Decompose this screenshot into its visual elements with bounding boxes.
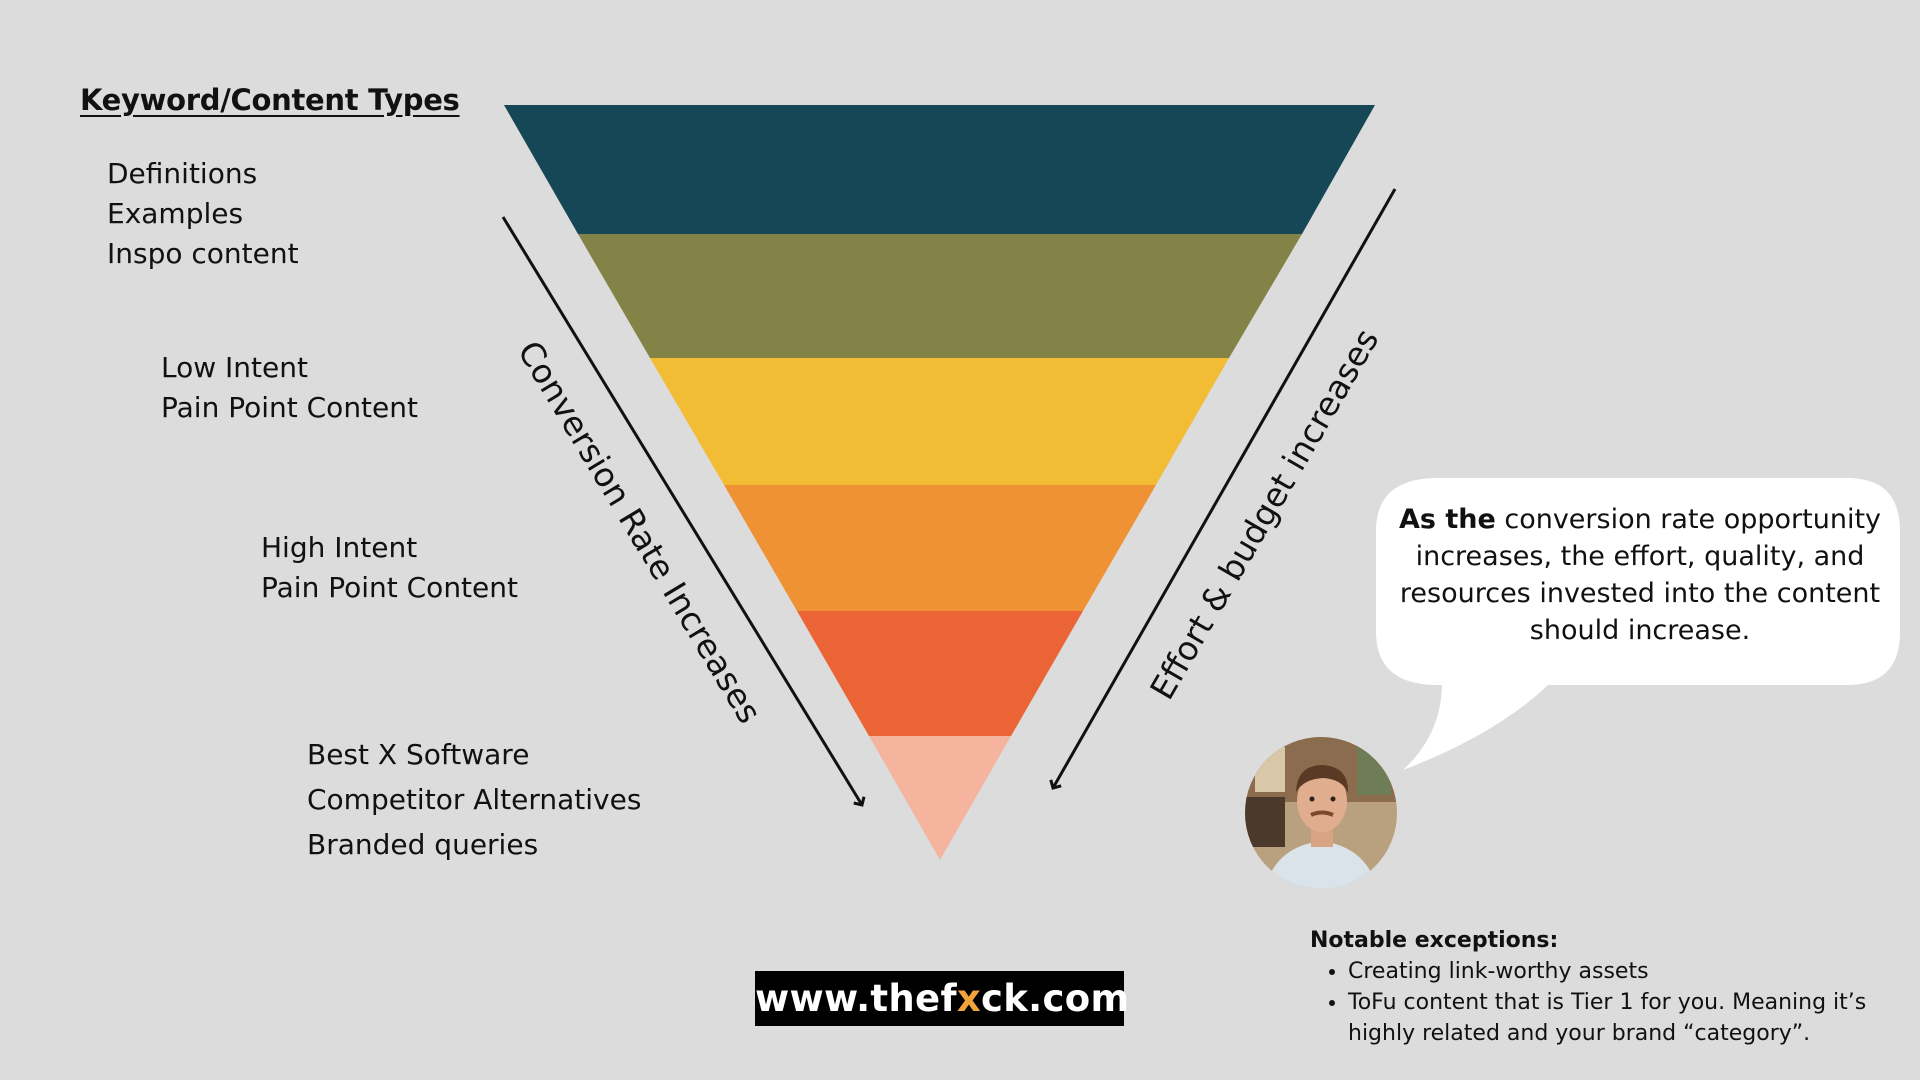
funnel-tier-3 xyxy=(650,358,1229,485)
speech-bubble-body: conversion rate opportunity increases, t… xyxy=(1399,504,1882,646)
content-type-label: Inspo content xyxy=(107,237,299,270)
speech-bubble-text: As the conversion rate opportunity incre… xyxy=(1385,501,1895,649)
content-type-label: Pain Point Content xyxy=(261,571,518,604)
effort-arrow xyxy=(1053,188,1397,788)
content-type-label: Best X Software xyxy=(307,738,530,771)
content-type-label: Definitions xyxy=(107,157,258,190)
url-prefix: www.thef xyxy=(755,977,957,1020)
funnel-tier-5 xyxy=(797,611,1083,736)
exceptions-list: Creating link-worthy assets ToFu content… xyxy=(1310,956,1870,1049)
conversion-arrow xyxy=(501,216,862,805)
funnel-tier-1 xyxy=(504,105,1375,234)
content-group-bofu: Best X Software Competitor Alternatives … xyxy=(307,732,641,867)
content-group-high-intent: High Intent Pain Point Content xyxy=(261,528,518,608)
speech-bubble xyxy=(1376,478,1900,770)
content-type-label: High Intent xyxy=(261,531,418,564)
funnel-tier-4 xyxy=(724,485,1156,611)
exceptions-block: Notable exceptions: Creating link-worthy… xyxy=(1310,925,1870,1049)
content-type-label: Pain Point Content xyxy=(161,391,418,424)
content-type-label: Examples xyxy=(107,197,244,230)
exception-item: Creating link-worthy assets xyxy=(1348,956,1870,987)
content-type-label: Competitor Alternatives xyxy=(307,783,642,816)
content-type-label: Branded queries xyxy=(307,828,539,861)
section-heading: Keyword/Content Types xyxy=(80,83,460,117)
content-group-definitions: Definitions Examples Inspo content xyxy=(107,154,299,274)
funnel-tier-2 xyxy=(578,234,1302,358)
exception-item: ToFu content that is Tier 1 for you. Mea… xyxy=(1348,987,1870,1049)
funnel-tiers xyxy=(504,105,1375,860)
exceptions-title: Notable exceptions: xyxy=(1310,928,1559,953)
funnel-tier-6 xyxy=(869,736,1011,860)
speech-bubble-bold: As the xyxy=(1398,504,1496,535)
avatar xyxy=(1245,737,1397,889)
content-type-label: Low Intent xyxy=(161,351,308,384)
content-group-low-intent: Low Intent Pain Point Content xyxy=(161,348,418,428)
url-accent: x xyxy=(956,977,982,1020)
website-url: www.thefxck.com xyxy=(755,971,1129,1026)
url-suffix: ck.com xyxy=(981,977,1130,1020)
